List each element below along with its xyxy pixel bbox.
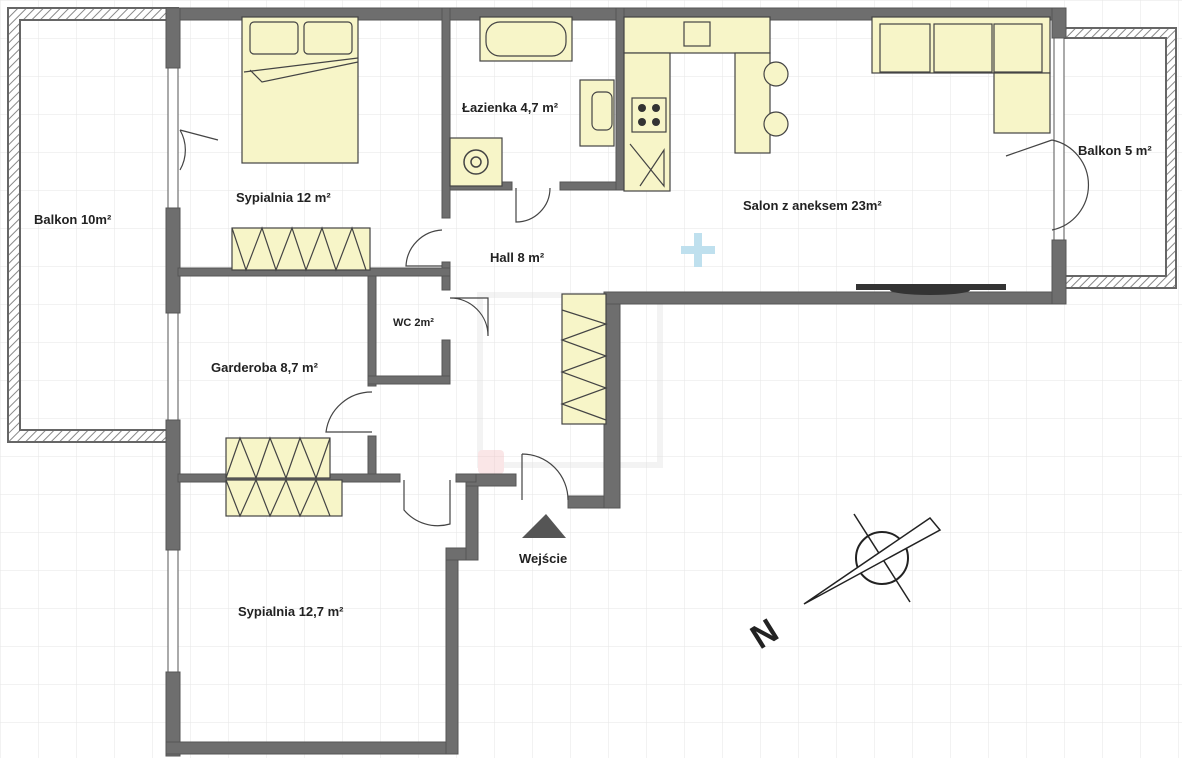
wardrobe-bedroom-bottom	[225, 478, 343, 518]
wardrobe-garderoba	[225, 436, 331, 480]
watermark-plus-icon	[681, 233, 715, 267]
exterior-walls	[165, 7, 1067, 757]
room-label-wardrobe: Garderoba 8,7 m²	[211, 360, 319, 375]
entrance-arrow-icon	[522, 514, 566, 538]
kitchen-counter	[623, 16, 771, 192]
double-bed	[241, 16, 359, 164]
wardrobe-top	[231, 226, 371, 272]
room-label-bedroom-bottom: Sypialnia 12,7 m²	[238, 604, 344, 619]
compass-icon	[803, 513, 942, 605]
sink	[579, 79, 615, 147]
room-label-wc: WC 2m²	[393, 317, 434, 329]
room-label-living: Salon z aneksem 23m²	[743, 198, 882, 213]
doors	[179, 129, 1089, 527]
room-label-balcony-right: Balkon 5 m²	[1078, 143, 1152, 158]
washing-machine	[449, 137, 503, 187]
bathtub	[479, 16, 573, 62]
room-label-bathroom: Łazienka 4,7 m²	[462, 100, 559, 115]
sofa	[871, 16, 1051, 134]
windows	[167, 37, 1065, 673]
room-label-bedroom-top: Sypialnia 12 m²	[236, 190, 331, 205]
room-label-hall: Hall 8 m²	[490, 250, 545, 265]
room-label-balcony-left: Balkon 10m²	[34, 212, 112, 227]
tv-unit	[856, 284, 1006, 295]
wardrobe-hall	[560, 293, 608, 425]
entrance-label: Wejście	[519, 551, 567, 566]
bar-stools	[763, 61, 789, 137]
